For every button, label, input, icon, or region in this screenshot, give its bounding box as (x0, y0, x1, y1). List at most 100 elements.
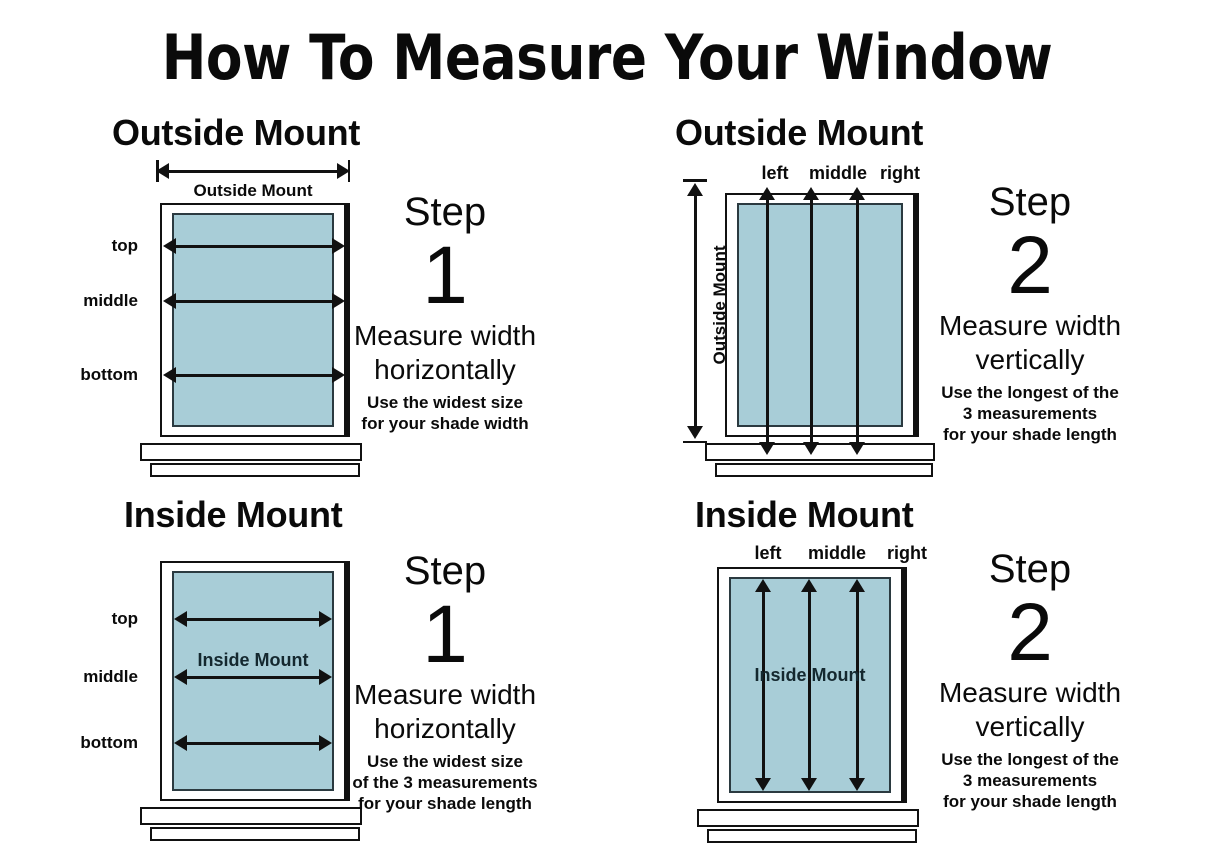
arrow-head-top (687, 183, 703, 196)
arrow-head-bottom (801, 778, 817, 791)
arrow-head-top (755, 579, 771, 592)
outside-mount-width-dimension (156, 160, 350, 182)
dimension-arrow-vertical (687, 183, 703, 439)
step-main-line-1: Measure width (938, 310, 1122, 341)
arrow-shaft (164, 170, 342, 173)
arrow-shaft (171, 300, 337, 303)
row-label-middle: middle (83, 667, 138, 686)
measure-arrow-bottom (174, 735, 332, 751)
window-sill-lower (150, 827, 360, 841)
step-main-line-1: Measure width (938, 677, 1122, 708)
panel-heading-outside-mount-width: Outside Mount (112, 112, 361, 153)
arrow-head-left (163, 238, 176, 254)
step-number: 1 (422, 589, 468, 680)
step-sub-line-1: Use the widest size (367, 393, 523, 412)
arrow-head-right (332, 238, 345, 254)
step-word: Step (988, 180, 1072, 224)
row-label-middle: middle (83, 291, 138, 310)
arrow-shaft (856, 587, 859, 783)
arrow-head-top (849, 579, 865, 592)
panel-heading-inside-mount-length: Inside Mount (695, 494, 914, 535)
step-main-line-2: vertically (975, 711, 1085, 742)
step-sub-line-3: for your shade length (943, 425, 1117, 444)
column-label-middle: middle (807, 543, 866, 563)
measure-arrow-middle (174, 669, 332, 685)
arrow-shaft (171, 374, 337, 377)
arrow-head-bottom (849, 778, 865, 791)
step-sub-line-2: 3 measurements (962, 771, 1098, 790)
arrow-head-right (319, 611, 332, 627)
arrow-head-right (319, 669, 332, 685)
measure-arrow-left (759, 187, 775, 455)
step-main-line-2: horizontally (374, 354, 516, 385)
step-number: 2 (1007, 220, 1053, 311)
step-number: 2 (1007, 587, 1053, 678)
dimension-tick-bottom (683, 440, 707, 443)
column-label-left: left (761, 163, 789, 183)
arrow-shaft (766, 195, 769, 447)
page-title: How To Measure Your Window (161, 21, 1053, 94)
arrow-head-left (174, 611, 187, 627)
arrow-head-top (759, 187, 775, 200)
step-sub-line-2: of the 3 measurements (352, 773, 538, 792)
column-labels-outside: left middle right (747, 163, 927, 183)
window-sill-upper (140, 807, 362, 825)
step-word: Step (403, 190, 487, 234)
measure-arrow-middle (803, 187, 819, 455)
panel-inside-mount-step-2: Inside Mount left middle right (607, 485, 1214, 865)
row-label-bottom: bottom (80, 365, 138, 384)
step-main-line-1: Measure width (353, 679, 537, 710)
arrow-shaft (762, 587, 765, 783)
column-label-right: right (887, 543, 927, 563)
column-label-right: right (880, 163, 920, 183)
window-sill-lower (707, 829, 917, 843)
window-sill-lower (715, 463, 933, 477)
arrow-head-left (174, 735, 187, 751)
arrow-head-left (156, 163, 169, 179)
arrow-head-bottom (755, 778, 771, 791)
window-glass (737, 203, 903, 427)
step-sub-line-1: Use the longest of the (941, 383, 1119, 402)
dimension-tick-top (683, 179, 707, 182)
arrow-shaft (810, 195, 813, 447)
outside-mount-length-dimension (683, 179, 707, 443)
panel-inside-mount-step-1: Inside Mount Inside Mount top mid (0, 485, 607, 865)
arrow-shaft (182, 742, 324, 745)
step-block-2: Step 2 Measure width vertically Use the … (915, 180, 1145, 445)
panel-outside-mount-step-1: Outside Mount Outside Mount (0, 105, 607, 480)
row-label-top: top (111, 236, 138, 255)
step-word: Step (988, 547, 1072, 591)
arrow-head-top (801, 579, 817, 592)
arrow-shaft (182, 676, 324, 679)
arrow-shaft (694, 191, 697, 431)
row-label-top: top (111, 609, 138, 628)
window-glass (172, 571, 334, 791)
arrow-head-left (163, 293, 176, 309)
arrow-head-bottom (687, 426, 703, 439)
measure-arrow-left (755, 579, 771, 791)
arrow-shaft (182, 618, 324, 621)
measure-arrow-middle (801, 579, 817, 791)
arrow-head-right (319, 735, 332, 751)
window-sill-lower (150, 463, 360, 477)
step-main-line-2: vertically (975, 344, 1085, 375)
outside-mount-dimension-label: Outside Mount (193, 181, 313, 200)
inside-mount-length-label: Inside Mount (754, 665, 866, 685)
row-label-bottom: bottom (80, 733, 138, 752)
arrow-head-bottom (759, 442, 775, 455)
arrow-head-left (163, 367, 176, 383)
arrow-head-top (803, 187, 819, 200)
measure-arrow-bottom (163, 367, 345, 383)
measure-arrow-top (174, 611, 332, 627)
step-sub-line-3: for your shade length (358, 794, 532, 813)
step-sub-line-1: Use the longest of the (941, 750, 1119, 769)
panel-heading-inside-mount-width: Inside Mount (124, 494, 343, 535)
arrow-head-top (849, 187, 865, 200)
arrow-head-right (332, 293, 345, 309)
step-block-1: Step 1 Measure width horizontally Use th… (330, 190, 560, 434)
panel-heading-outside-mount-length: Outside Mount (675, 112, 924, 153)
arrow-shaft (856, 195, 859, 447)
step-number: 1 (422, 230, 468, 321)
window-sill-upper (140, 443, 362, 461)
